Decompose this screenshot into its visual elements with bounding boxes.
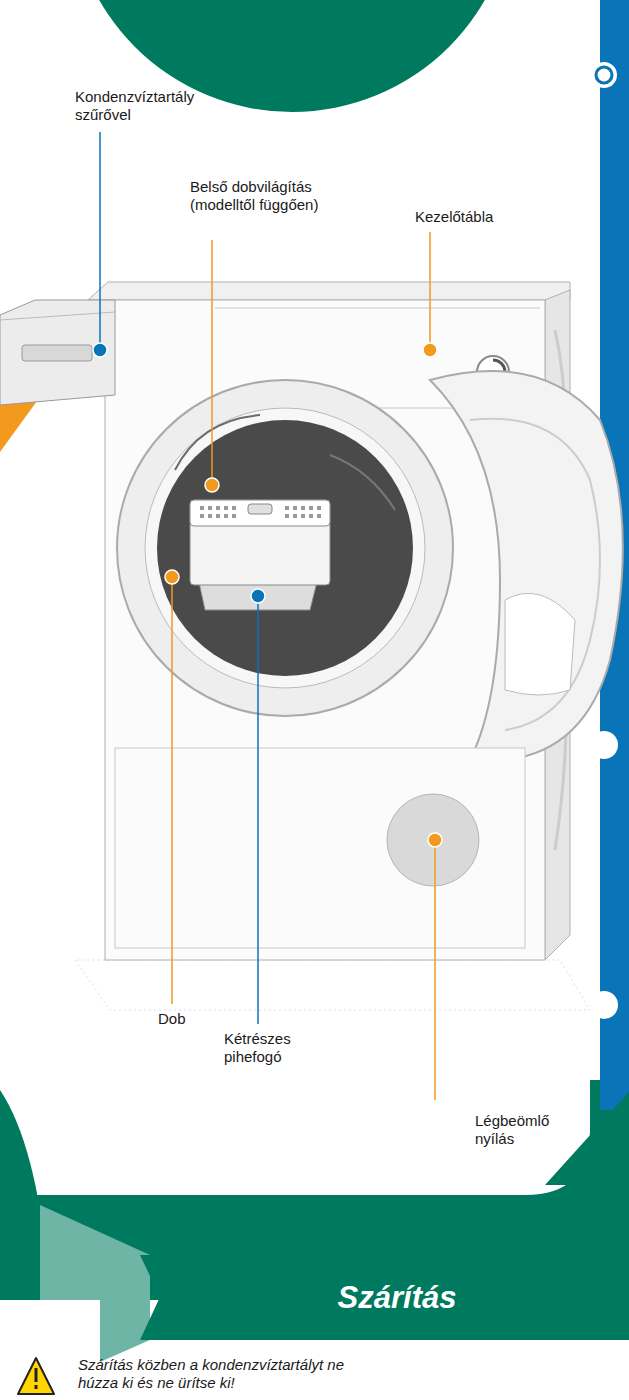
warning-note: Szárítás közben a kondenzvíztartályt ne … [78,1356,368,1392]
section-band: Szárítás [165,1255,629,1340]
part-label: Dob [158,1010,218,1028]
part-label: Kezelőtábla [415,208,535,226]
band-title: Szárítás [338,1280,457,1316]
part-label: Kondenzvíztartály szűrővel [75,88,245,124]
part-label: Légbeömlő nyílás [475,1112,575,1148]
part-label: Belső dobvilágítás (modelltől függően) [190,178,330,214]
part-label: Kétrészes pihefogó [224,1030,319,1066]
